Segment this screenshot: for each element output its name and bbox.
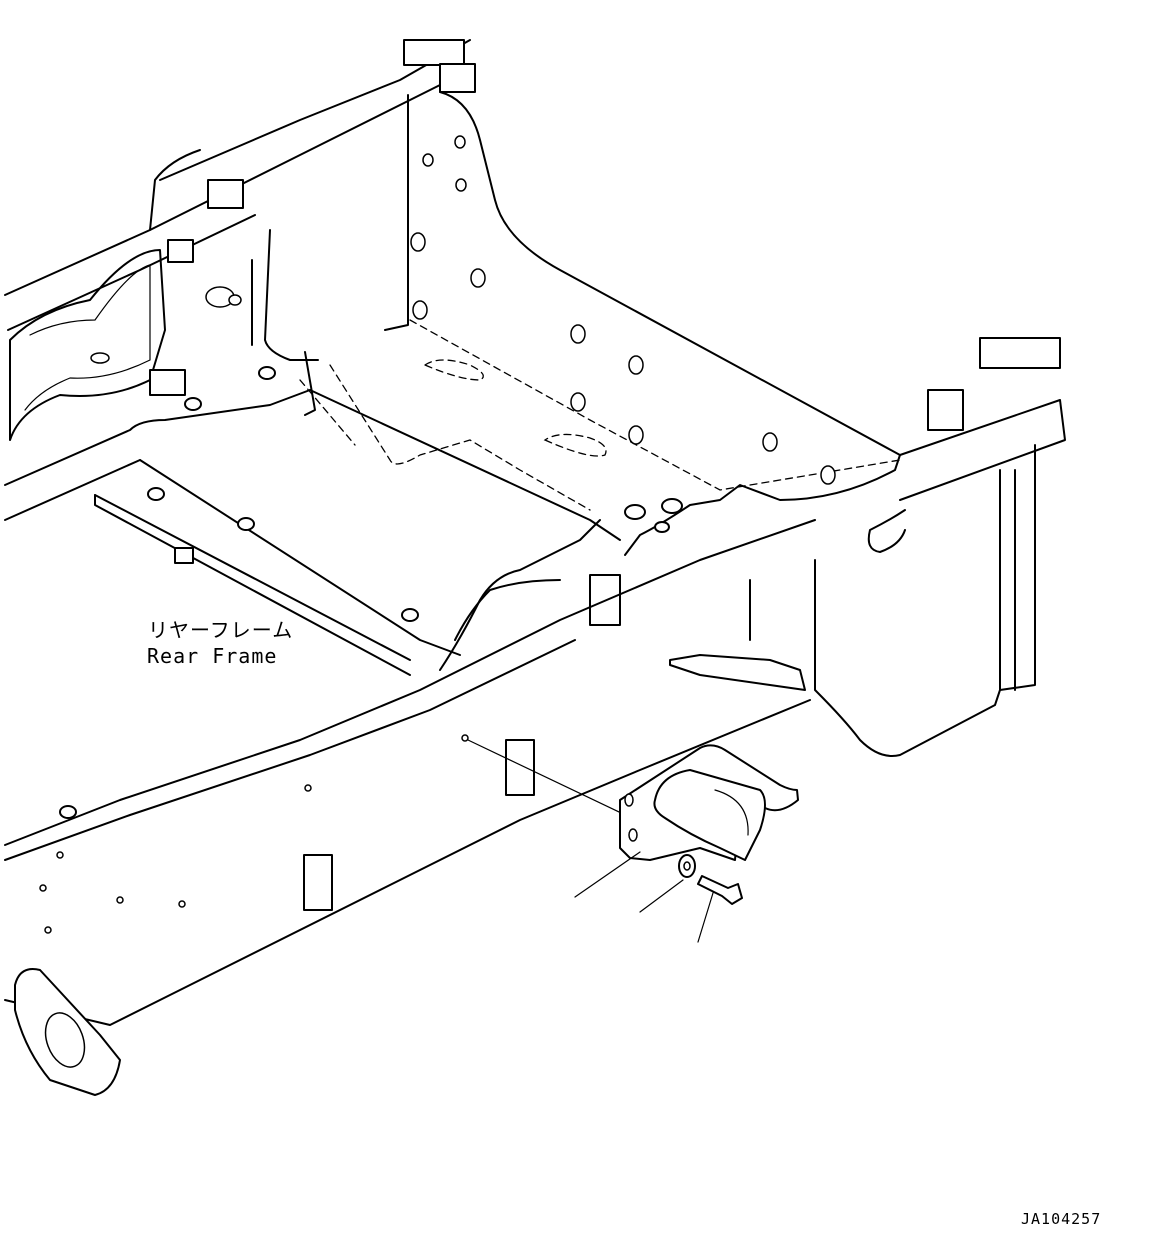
mounting-hole-leader-line bbox=[467, 739, 641, 823]
long-side-rail bbox=[4, 519, 816, 1026]
upper-left-frame-rail bbox=[4, 39, 476, 441]
bolt bbox=[697, 875, 743, 905]
top-stopper-block-2 bbox=[439, 63, 476, 93]
rear-frame-label-en: Rear Frame bbox=[147, 644, 278, 668]
side-stopper-block bbox=[167, 239, 194, 263]
right-stopper-block bbox=[979, 337, 1061, 369]
lower-cross-member bbox=[4, 366, 621, 676]
right-frame-rail bbox=[589, 337, 1066, 757]
tow-eye bbox=[14, 968, 121, 1096]
rear-frame-label-jp: リヤーフレーム bbox=[148, 618, 294, 642]
upper-stopper-block bbox=[207, 179, 244, 209]
bracket-tube bbox=[653, 769, 766, 861]
top-stopper-block bbox=[403, 39, 465, 66]
bracket-assembly bbox=[467, 739, 799, 943]
drawing-code: JA104257 bbox=[1021, 1210, 1102, 1228]
central-frame-body bbox=[251, 91, 901, 511]
